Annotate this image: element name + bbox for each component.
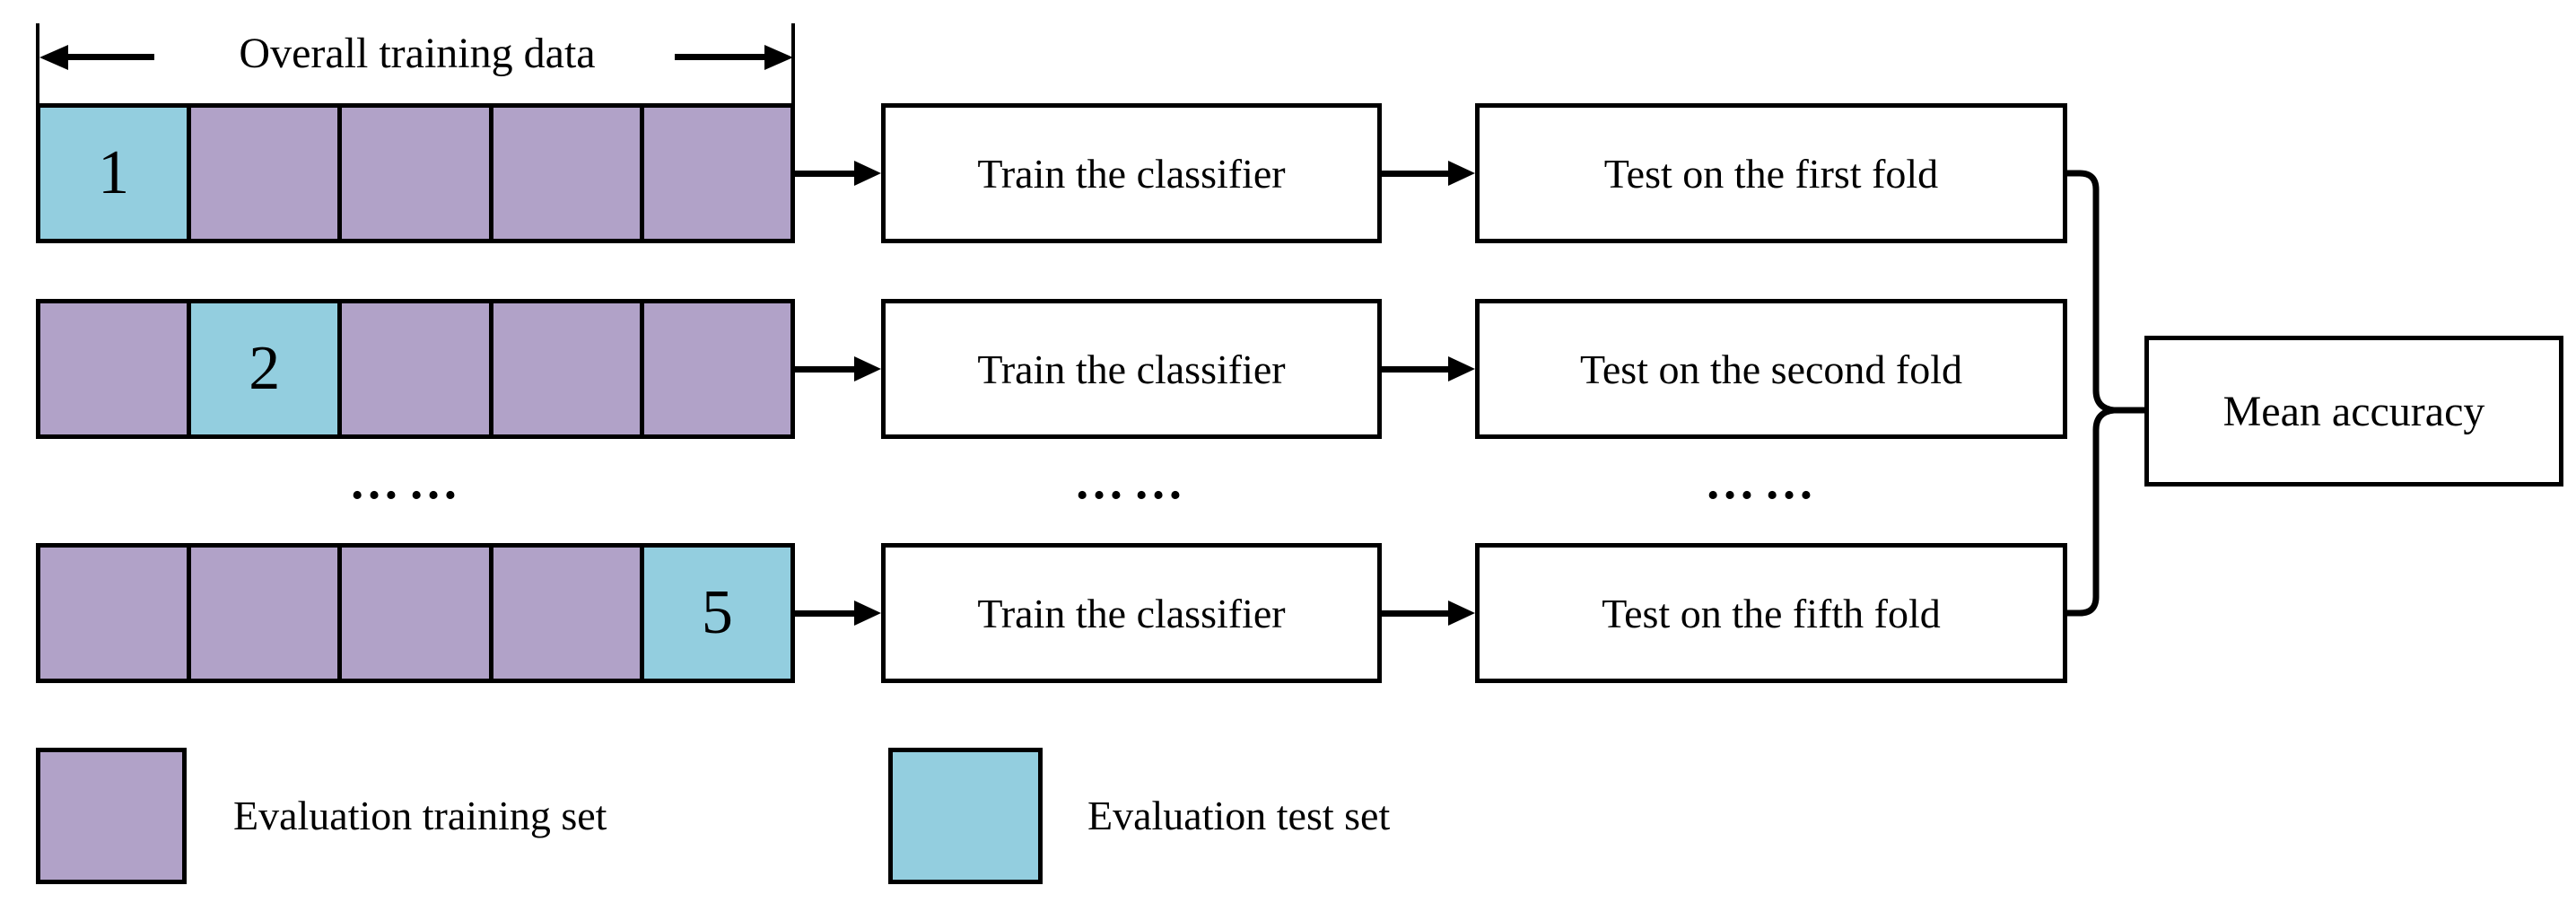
fold-strip-row-1: 1 [36, 103, 795, 243]
fold-cell-train [40, 548, 192, 679]
test-second-fold-box: Test on the second fold [1475, 299, 2067, 439]
arrow-icon [1448, 356, 1475, 381]
fold-strip-row-3: 5 [36, 543, 795, 683]
arrow-shaft [795, 366, 858, 373]
fold-cell-train [191, 108, 343, 239]
ellipsis-test-column: …… [1705, 454, 1823, 510]
ellipsis-strip-column: …… [349, 454, 467, 510]
measure-tick-left [36, 23, 39, 106]
fold-cell-train [493, 303, 644, 434]
measure-arrow-right-icon [764, 45, 793, 70]
fold-strip-row-2: 2 [36, 299, 795, 439]
fold-cell-train [342, 303, 493, 434]
train-classifier-box-3: Train the classifier [881, 543, 1382, 683]
fold-cell-train [342, 548, 493, 679]
arrow-shaft [795, 171, 858, 177]
fold-cell-train [40, 303, 192, 434]
mean-accuracy-box: Mean accuracy [2144, 336, 2563, 487]
fold-cell-train [643, 303, 791, 434]
test-fifth-fold-box: Test on the fifth fold [1475, 543, 2067, 683]
arrow-icon [1448, 601, 1475, 626]
fold-cell-train [493, 108, 644, 239]
arrow-shaft [1382, 171, 1450, 177]
ellipsis-train-column: …… [1074, 454, 1192, 510]
measure-arrow-right-shaft [675, 54, 764, 60]
fold-cell-test: 2 [191, 303, 343, 434]
fold-cell-train [191, 548, 343, 679]
measure-tick-right [791, 23, 795, 106]
overall-training-data-label: Overall training data [239, 30, 596, 77]
fold-cell-train [643, 108, 791, 239]
fold-cell-test: 5 [643, 548, 791, 679]
legend-swatch-test [888, 748, 1043, 884]
arrow-shaft [795, 610, 858, 617]
fold-number: 5 [701, 578, 733, 647]
legend-label-training: Evaluation training set [233, 793, 607, 838]
arrow-icon [854, 356, 881, 381]
merge-bracket [2067, 170, 2146, 617]
arrow-icon [1448, 161, 1475, 186]
fold-cell-train [342, 108, 493, 239]
arrow-shaft [1382, 366, 1450, 373]
fold-number: 2 [249, 334, 281, 403]
arrow-icon [854, 161, 881, 186]
test-first-fold-box: Test on the first fold [1475, 103, 2067, 243]
fold-number: 1 [98, 138, 130, 207]
train-classifier-box-1: Train the classifier [881, 103, 1382, 243]
fold-cell-train [493, 548, 644, 679]
measure-arrow-left-icon [39, 45, 68, 70]
legend-swatch-training [36, 748, 187, 884]
arrow-shaft [1382, 610, 1450, 617]
arrow-icon [854, 601, 881, 626]
train-classifier-box-2: Train the classifier [881, 299, 1382, 439]
legend-label-test: Evaluation test set [1087, 793, 1391, 838]
fold-cell-test: 1 [40, 108, 192, 239]
measure-arrow-left-shaft [66, 54, 154, 60]
